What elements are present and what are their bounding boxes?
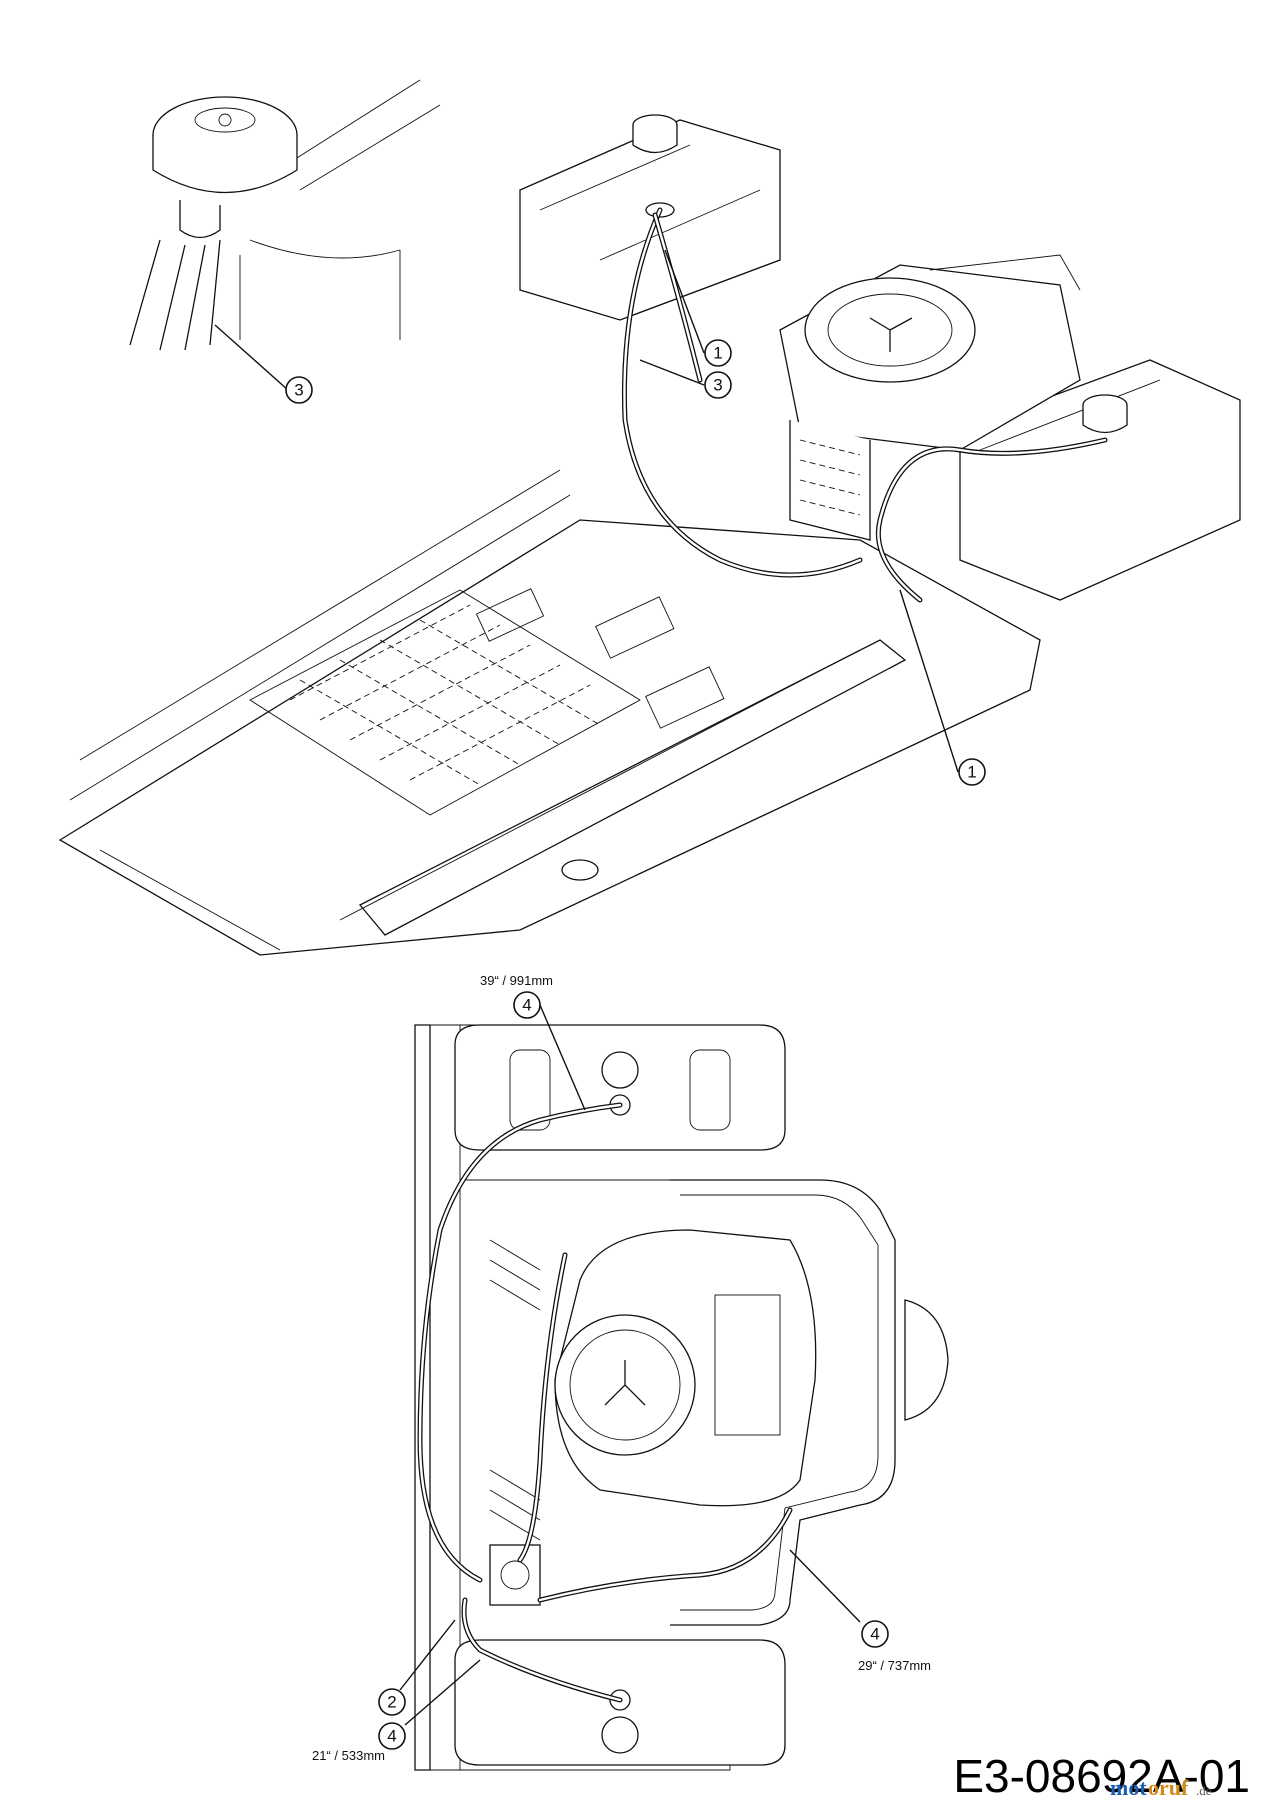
inset-fuel-cap-detail: [129, 79, 441, 391]
svg-text:4: 4: [387, 1727, 396, 1746]
callout-3-inset: 3: [285, 376, 313, 404]
callout-1-bottom: 1: [958, 758, 986, 786]
svg-text:1: 1: [967, 763, 976, 782]
callout-2: 2: [378, 1688, 406, 1716]
watermark-logo: mot oruf .de: [1110, 1775, 1212, 1800]
inset-leader-3: [214, 324, 289, 391]
svg-text:3: 3: [713, 376, 722, 395]
leader-4-top: [539, 1004, 586, 1111]
leader-2: [399, 1619, 456, 1691]
svg-text:4: 4: [870, 1625, 879, 1644]
leader-3-top: [639, 359, 705, 386]
svg-text:1: 1: [713, 344, 722, 363]
engine-plan: [489, 1229, 817, 1606]
svg-text:2: 2: [387, 1693, 396, 1712]
callout-1-top: 1: [704, 339, 732, 367]
diagram-code: E3-08692A-01: [953, 1750, 1250, 1800]
callout-3-top: 3: [704, 371, 732, 399]
svg-text:.de: .de: [1196, 1783, 1212, 1798]
measurement-bottom: 21“ / 533mm: [312, 1748, 385, 1763]
foot-plate-grid: [249, 589, 641, 816]
top-chassis-assembly: [58, 114, 1241, 956]
svg-text:oruf: oruf: [1148, 1775, 1189, 1800]
leader-1-bottom: [899, 589, 959, 773]
measurement-right: 29“ / 737mm: [858, 1658, 931, 1673]
leader-4-bottom: [404, 1659, 481, 1726]
plan-view-assembly: [399, 1004, 949, 1771]
svg-text:3: 3: [294, 381, 303, 400]
callout-4-right: 4: [861, 1620, 889, 1648]
engine: [779, 254, 1081, 541]
leader-4-right: [789, 1549, 861, 1623]
svg-text:mot: mot: [1110, 1775, 1147, 1800]
leader-1-top: [664, 249, 705, 354]
measurement-top: 39“ / 991mm: [480, 973, 553, 988]
callout-4-top: 4: [513, 991, 541, 1019]
callout-4-bottom: 4: [378, 1722, 406, 1750]
svg-text:4: 4: [522, 996, 531, 1015]
